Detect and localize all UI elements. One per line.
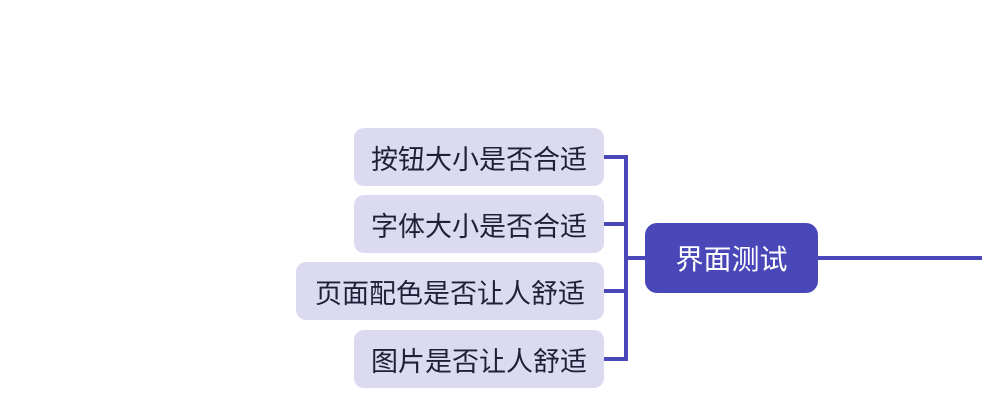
child-node-4[interactable]: 图片是否让人舒适 — [354, 330, 604, 388]
root-node[interactable]: 界面测试 — [645, 223, 818, 293]
child-node-1[interactable]: 按钮大小是否合适 — [354, 128, 604, 186]
child-node-3[interactable]: 页面配色是否让人舒适 — [296, 262, 604, 320]
child-node-2[interactable]: 字体大小是否合适 — [354, 195, 604, 253]
